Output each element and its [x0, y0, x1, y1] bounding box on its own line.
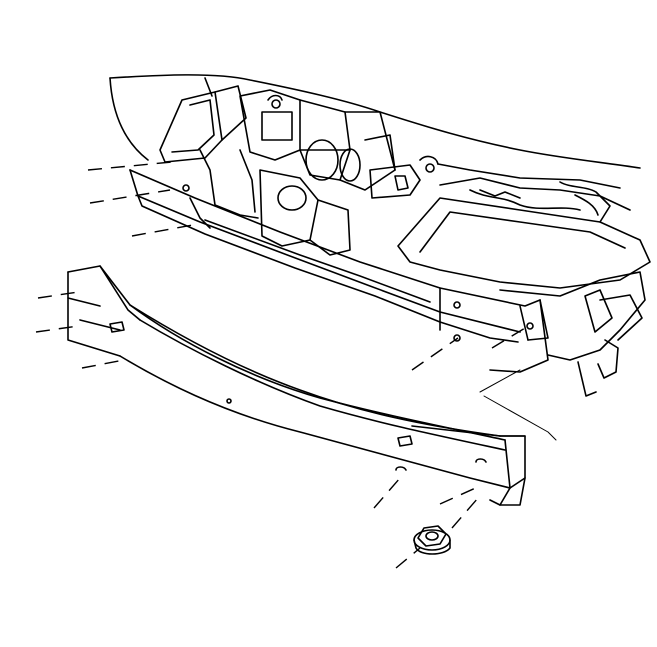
leader-line-nut-1 [395, 547, 421, 569]
leader-line-left-3 [81, 359, 125, 369]
front-end-structure [109, 74, 651, 397]
upper-bumper-bar [129, 169, 549, 343]
alignment-leader-lines [35, 161, 531, 569]
leader-line-left-1 [37, 291, 79, 299]
nut-fastener [413, 525, 451, 555]
leader-line-lower-1 [373, 477, 401, 509]
leader-line-upper-3 [131, 223, 199, 237]
leader-line-right-1 [411, 337, 459, 371]
leader-line-upper-1 [87, 161, 173, 171]
leader-line-left-2 [35, 325, 79, 333]
leader-line-lower-2 [439, 485, 481, 505]
bracket-lines [479, 369, 557, 441]
leader-line-nut-2 [451, 497, 479, 529]
leader-line-right-2 [491, 324, 531, 349]
leader-line-upper-2 [89, 189, 171, 204]
bumper-reinforcement-beam [67, 265, 526, 506]
